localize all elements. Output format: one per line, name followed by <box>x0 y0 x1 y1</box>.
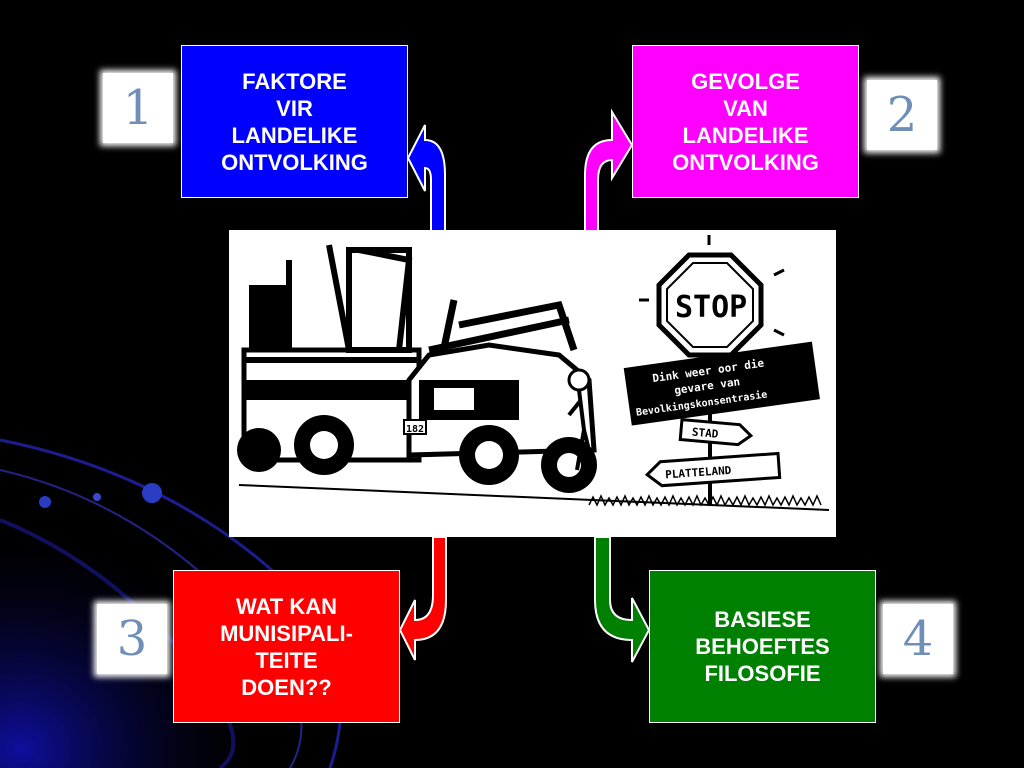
box-line: LANDELIKE <box>682 122 809 148</box>
box-munisipaliteite[interactable]: WAT KAN MUNISIPALI- TEITE DOEN?? <box>173 570 400 723</box>
platteland-text: PLATTELAND <box>665 464 732 482</box>
background-dot <box>142 483 162 503</box>
magenta-arrow <box>584 108 634 233</box>
box-line: ONTVOLKING <box>672 149 819 175</box>
number-label: 2 <box>886 87 918 143</box>
box-faktore[interactable]: FAKTORE VIR LANDELIKE ONTVOLKING <box>181 45 408 198</box>
number-label: 4 <box>902 611 934 667</box>
car-icon: 182 <box>403 299 597 493</box>
background-dot <box>39 496 51 508</box>
box-basiese-behoeftes[interactable]: BASIESE BEHOEFTES FILOSOFIE <box>649 570 876 723</box>
cartoon-drawing: 182 STOP Dink weer oor die gevare van Be… <box>237 235 830 511</box>
box-line: LANDELIKE <box>231 122 358 148</box>
box-line: VAN <box>723 95 768 121</box>
number-label: 1 <box>122 80 154 136</box>
ground-line <box>238 484 830 511</box>
number-label: 3 <box>116 611 148 667</box>
number-tile-4: 4 <box>883 604 953 674</box>
box-line: FAKTORE <box>242 68 347 94</box>
platteland-sign: PLATTELAND <box>644 451 782 488</box>
box-line: VIR <box>276 95 313 121</box>
number-tile-2: 2 <box>867 80 937 150</box>
box-line: BASIESE <box>714 607 811 632</box>
box-line: MUNISIPALI- <box>220 620 353 646</box>
license-plate: 182 <box>406 424 424 435</box>
number-tile-1: 1 <box>103 73 173 143</box>
red-arrow <box>398 536 447 661</box>
background-dot <box>93 493 101 501</box>
stop-text: STOP <box>675 290 747 325</box>
box-line: WAT KAN <box>235 593 338 619</box>
box-line: ONTVOLKING <box>221 149 368 175</box>
stad-text: STAD <box>691 426 719 441</box>
number-tile-3: 3 <box>97 604 167 674</box>
box-line: DOEN?? <box>241 674 332 700</box>
box-line: BEHOEFTES <box>695 634 830 659</box>
box-line: GEVOLGE <box>691 68 800 94</box>
box-line: TEITE <box>255 647 318 673</box>
blue-arrow <box>406 124 446 233</box>
cartoon-image: 182 STOP Dink weer oor die gevare van Be… <box>229 230 836 537</box>
box-line: FILOSOFIE <box>704 661 821 686</box>
box-gevolge[interactable]: GEVOLGE VAN LANDELIKE ONTVOLKING <box>632 45 859 198</box>
stad-sign: STAD <box>678 417 754 447</box>
grass <box>588 494 822 507</box>
green-arrow <box>594 536 651 663</box>
truck-icon <box>237 244 422 475</box>
